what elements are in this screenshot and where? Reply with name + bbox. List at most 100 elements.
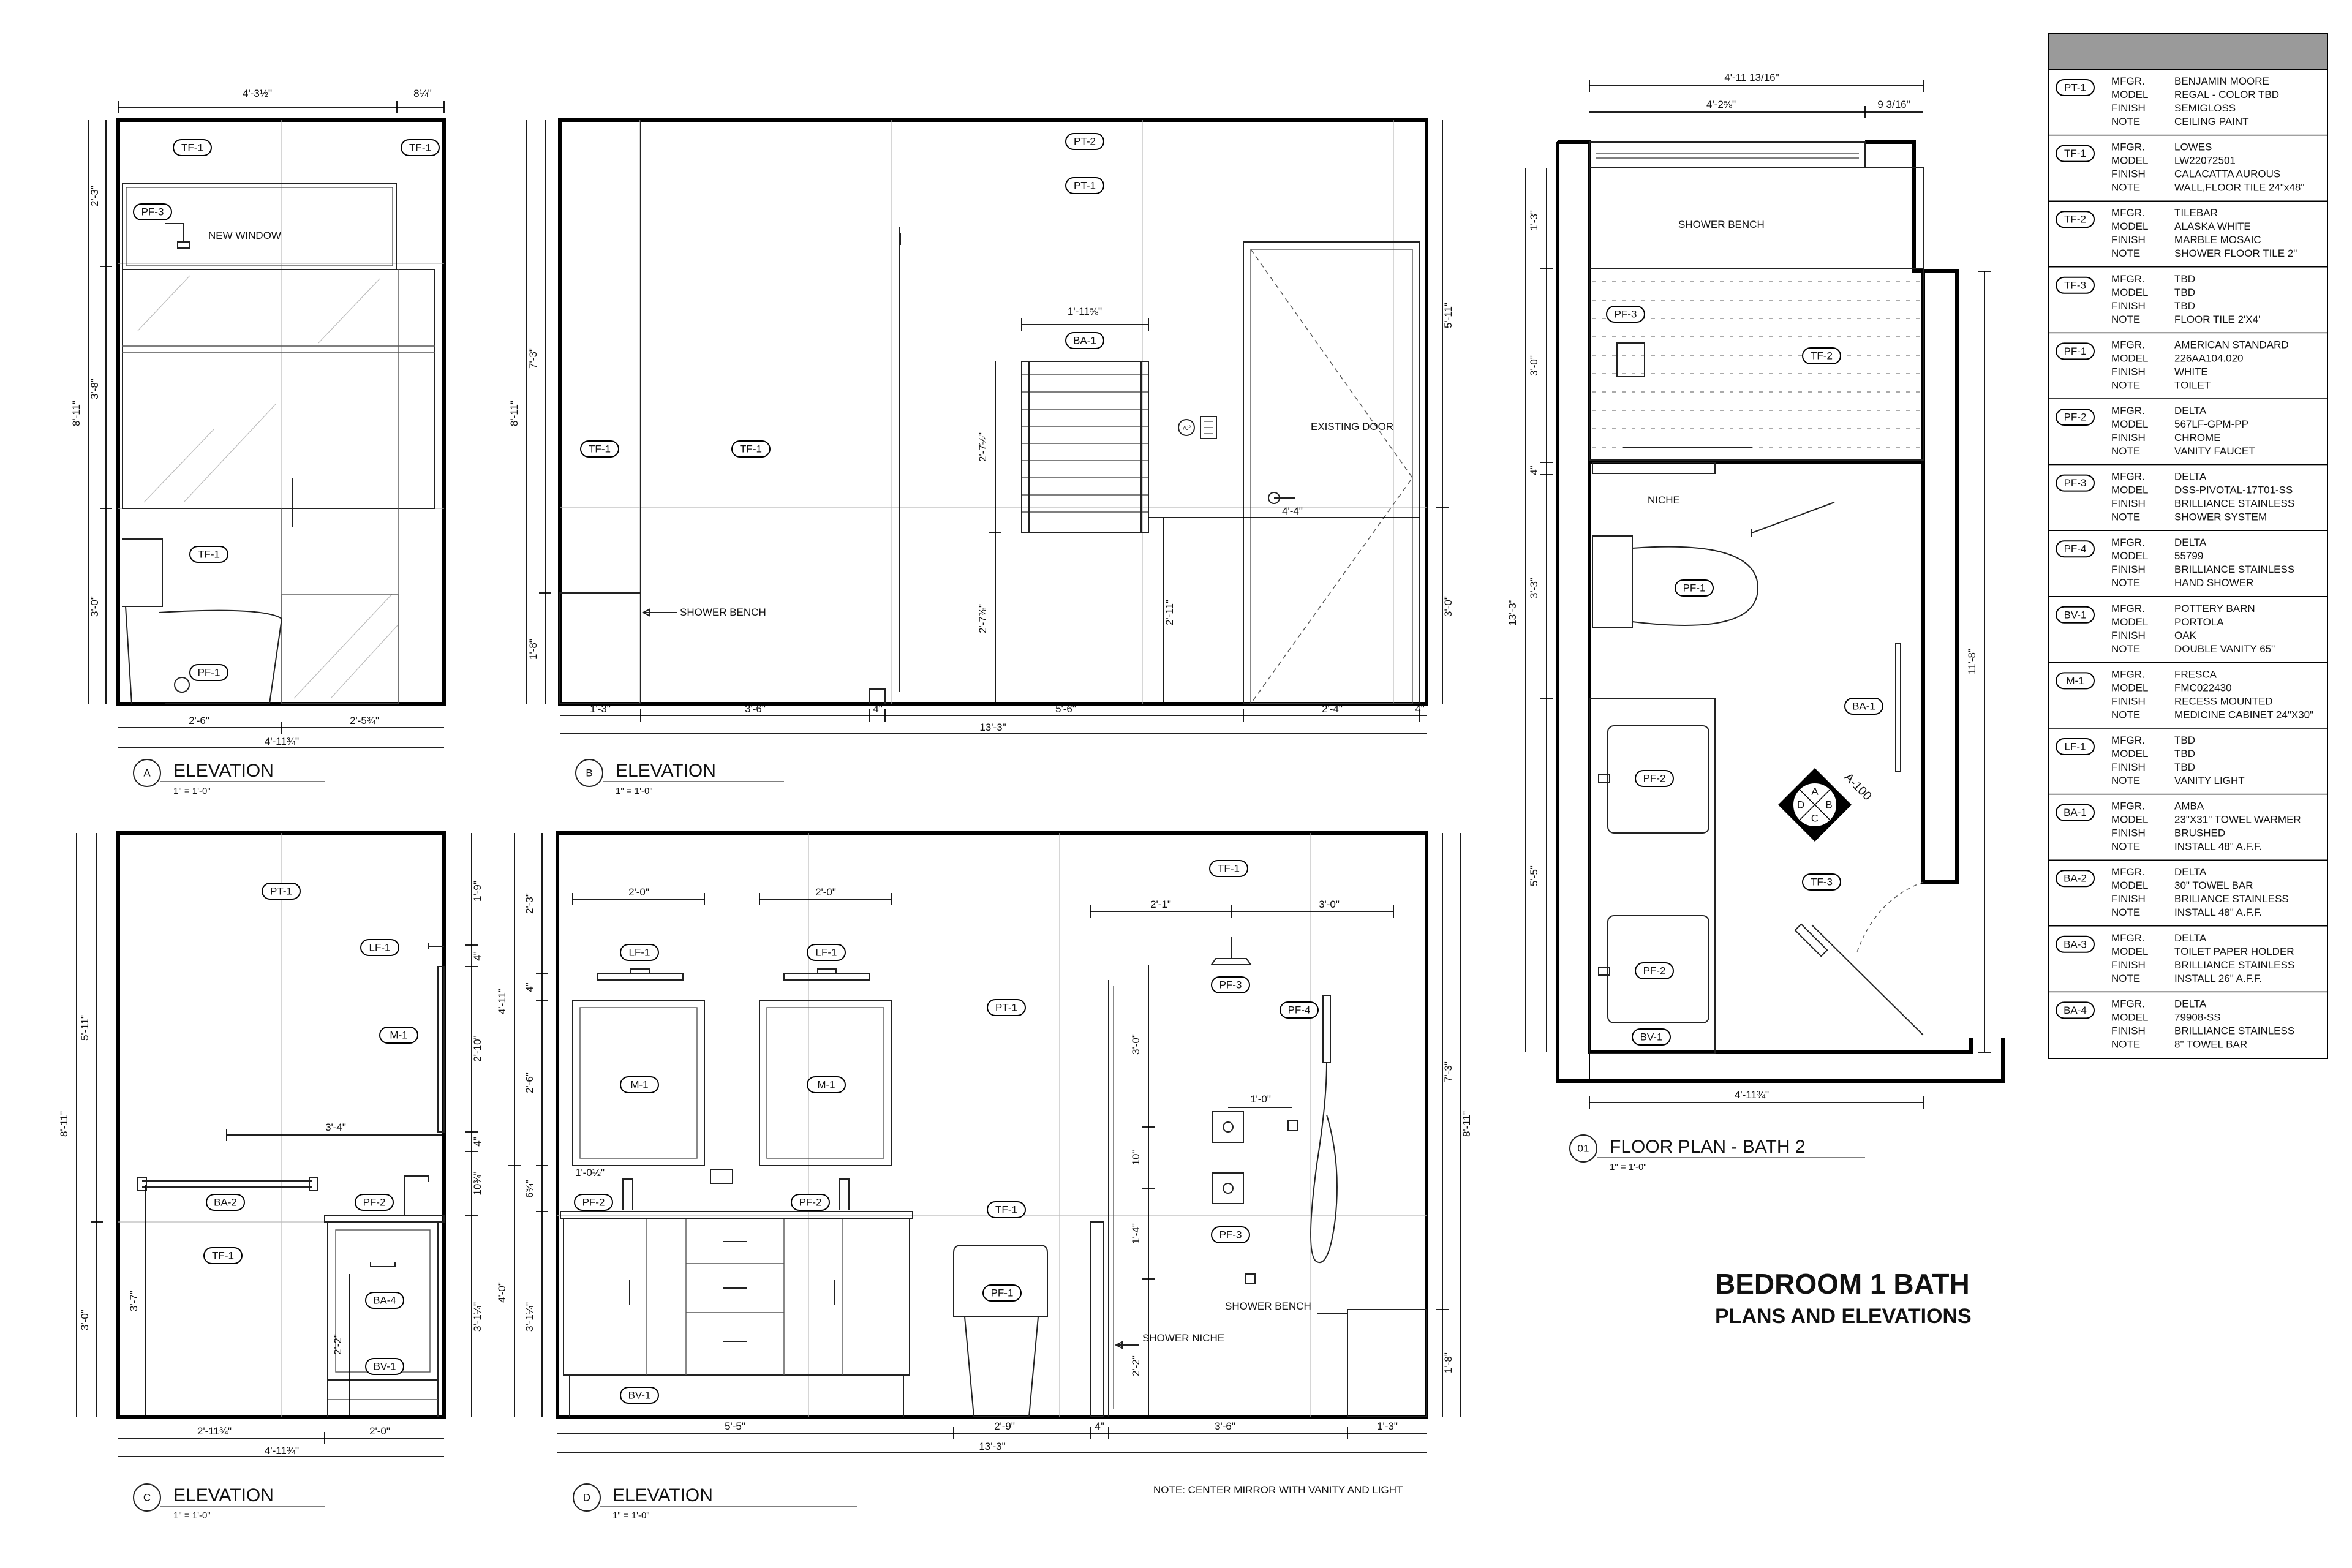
dim-c-right-5: 10¾" [472,1171,483,1195]
dim-d-overall-h: 8'-11" [1461,1111,1472,1137]
dim-c-right-1: 1'-9" [472,881,483,902]
view-a-mark: A [143,767,151,779]
dim-d-bot-2: 2'-9" [994,1420,1015,1432]
tag-pf1: PF-1 [1683,582,1706,594]
schedule-field-label: NOTE [2111,841,2140,853]
view-b-scale: 1" = 1'-0" [616,786,653,796]
dim-b-overall-w: 13'-3" [979,722,1006,733]
dim-d-bot-3: 4" [1095,1420,1104,1432]
dim-a-left-mid: 3'-8" [89,379,100,399]
schedule-field-label: MODEL [2111,748,2148,760]
schedule-field-label: FINISH [2111,300,2146,312]
dim-p-left-1: 1'-3" [1528,210,1540,231]
schedule-tag-pill [2056,1001,2095,1019]
tag-bv1: BV-1 [374,1361,396,1373]
schedule-field-value: BRILLIANCE STAINLESS [2174,959,2294,971]
schedule-field-value: WALL,FLOOR TILE 24"x48" [2174,182,2304,194]
schedule-field-value: BRILLIANCE STAINLESS [2174,498,2294,510]
schedule-field-value: SHOWER FLOOR TILE 2" [2174,247,2297,259]
tag-lf1: LF-1 [629,947,650,959]
schedule-field-label: FINISH [2111,498,2146,510]
schedule-field-label: NOTE [2111,1038,2140,1050]
tag-pf1: PF-1 [991,1287,1014,1299]
schedule-field-label: FINISH [2111,695,2146,707]
schedule-field-label: MFGR. [2111,537,2145,548]
schedule-field-value: TILEBAR [2174,207,2218,219]
schedule-field-label: NOTE [2111,577,2140,589]
schedule-field-label: MFGR. [2111,734,2145,746]
dim-p-bot: 4'-11¾" [1735,1089,1769,1101]
tag-pf1: PF-1 [198,667,221,679]
schedule-field-value: DSS-PIVOTAL-17T01-SS [2174,484,2293,496]
schedule-tag-pill [2056,672,2095,690]
dim-c-right-2: 4" [472,951,483,961]
schedule-field-value: TBD [2174,273,2195,285]
view-c-mark: C [143,1492,151,1504]
dim-a-bot-left: 2'-6" [189,715,209,726]
schedule-field-value: TOILET [2174,379,2211,391]
schedule-field-label: NOTE [2111,775,2140,786]
view-d-title: ELEVATION [612,1485,713,1506]
tag-ba1: BA-1 [1852,701,1875,712]
schedule-field-value: 30" TOWEL BAR [2174,880,2253,891]
tag-ba2: BA-2 [214,1197,237,1208]
key-west: D [1797,799,1804,811]
tag-pt1: PT-1 [1074,180,1096,192]
dim-d-sv-3: 1'-4" [1130,1223,1142,1244]
dim-d-left-1: 2'-3" [524,893,535,914]
view-a-title: ELEVATION [173,761,274,781]
dim-c-right-4: 4" [472,1137,483,1147]
label-shower-bench-d: SHOWER BENCH [1225,1300,1311,1312]
dim-d-sv-2: 10" [1130,1150,1142,1166]
schedule-field-label: MFGR. [2111,998,2145,1009]
tag-pf2: PF-2 [363,1197,386,1208]
dim-p-left-5: 5'-5" [1528,865,1540,886]
tag-pt2: PT-2 [1074,136,1096,148]
dim-d-bot-4: 3'-6" [1215,1420,1235,1432]
schedule-field-value: INSTALL 48" A.F.F. [2174,907,2262,918]
view-a-scale: 1" = 1'-0" [173,786,211,796]
schedule-tag: BA-2 [2064,873,2087,884]
dim-d-bot-1: 5'-5" [725,1420,745,1432]
tag-tf2: TF-2 [1811,350,1833,362]
key-south: C [1811,813,1819,824]
schedule-field-label: MODEL [2111,1011,2148,1023]
schedule-field-label: MFGR. [2111,866,2145,878]
schedule-field-label: FINISH [2111,893,2146,905]
schedule-tag: PF-4 [2064,543,2087,555]
dim-p-right: 11'-8" [1966,649,1978,674]
schedule-tag-pill [2056,342,2095,360]
label-niche: NICHE [1648,494,1680,506]
tag-m1: M-1 [390,1030,407,1041]
tag-lf1: LF-1 [369,942,391,954]
schedule-field-label: NOTE [2111,116,2140,127]
dim-p-left-3: 4" [1528,466,1540,475]
dim-c-left-bot: 3'-0" [79,1310,91,1330]
schedule-field-value: SEMIGLOSS [2174,102,2236,114]
schedule-field-value: DOUBLE VANITY 65" [2174,643,2275,655]
dim-c-bv: 2'-2" [332,1334,344,1355]
schedule-tag: LF-1 [2065,741,2086,753]
view-b-title: ELEVATION [616,761,716,781]
tag-tf1: TF-1 [1218,863,1240,875]
tag-pf3: PF-3 [1219,979,1242,991]
label-new-window: NEW WINDOW [208,230,281,241]
schedule-tag-pill [2056,606,2095,624]
schedule-field-label: FINISH [2111,168,2146,180]
tag-pf3: PF-3 [1615,309,1637,320]
schedule-tag-pill [2056,409,2095,426]
dim-b-bot-5: 2'-4" [1322,703,1343,715]
schedule-field-label: FINISH [2111,630,2146,641]
schedule-field-value: CHROME [2174,432,2221,443]
tag-pf3: PF-3 [141,206,164,218]
schedule-field-label: NOTE [2111,247,2140,259]
interior-elevation-key: A B C D A-100 [1778,768,1874,842]
tag-pf2: PF-2 [799,1197,822,1208]
